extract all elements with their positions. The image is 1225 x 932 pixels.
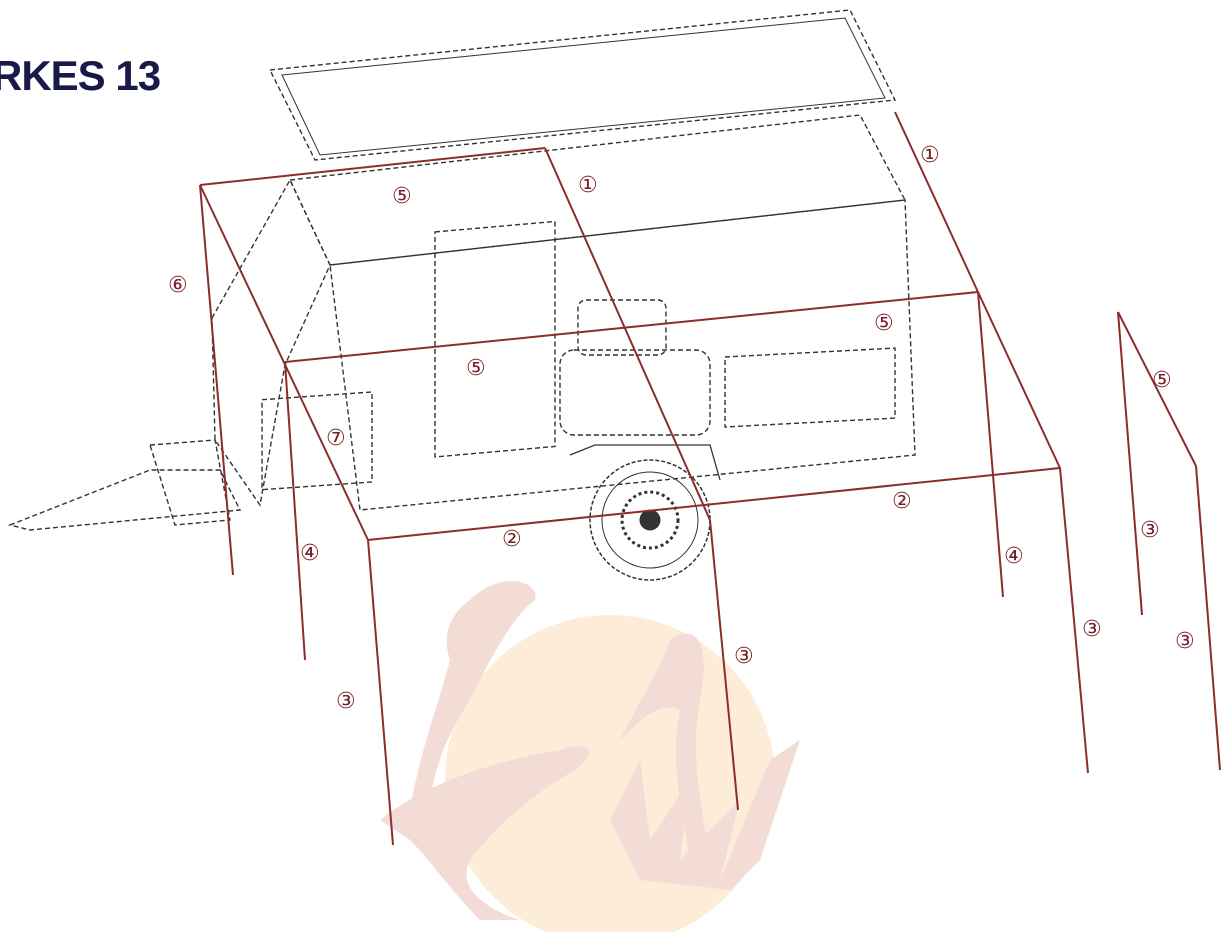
callout-top-mid: ①	[578, 173, 598, 198]
callout-leg-rear-2: ③	[1082, 617, 1102, 642]
callout-top-right: ①	[920, 143, 940, 168]
solar-panel	[268, 9, 897, 161]
pole-front-diagonal	[199, 184, 369, 541]
wheel	[569, 444, 721, 581]
callout-door-panel: ⑦	[326, 426, 346, 451]
callout-leg-rear-1: ③	[1140, 518, 1160, 543]
pole-bottom-horizontal	[367, 467, 1061, 541]
watermark-logo	[380, 581, 800, 932]
door	[434, 220, 556, 458]
pole-top-edge	[199, 147, 546, 186]
frame-poles	[199, 111, 1221, 846]
hatch-left	[261, 391, 373, 491]
watermark-bird-top	[410, 581, 536, 810]
callout-far-right: ⑤	[1152, 368, 1172, 393]
watermark-bird-bottom	[380, 746, 590, 920]
pole-mid-horizontal	[284, 291, 979, 363]
trailer-outline	[7, 9, 916, 531]
callout-side-right-upper: ⑤	[874, 311, 894, 336]
body-side	[329, 199, 916, 511]
callout-leg-rear-3: ③	[1175, 629, 1195, 654]
window-upper	[577, 299, 667, 356]
callout-leg-left: ④	[300, 541, 320, 566]
pole-leg-3	[709, 519, 739, 811]
callout-bottom-mid: ②	[502, 527, 522, 552]
callout-leg-front-left: ③	[336, 689, 356, 714]
hatch-right	[724, 347, 896, 428]
watermark-stork	[620, 633, 710, 860]
pole-leg-2	[367, 539, 394, 846]
drawbar-frame	[149, 439, 231, 526]
body-front	[211, 178, 331, 507]
pole-diagonal-top	[544, 147, 711, 521]
callout-side-left: ⑥	[168, 273, 188, 298]
callout-leg-front-mid: ③	[734, 644, 754, 669]
callout-side-mid: ⑤	[466, 356, 486, 381]
pole-front-vertical	[199, 184, 234, 576]
pole-far-1	[1117, 311, 1143, 616]
pole-leg-1	[284, 361, 306, 661]
pole-leg-5	[1059, 467, 1089, 774]
drawbar	[7, 469, 242, 531]
solar-panel-inner	[281, 17, 886, 156]
page-title: RKES 13	[0, 52, 161, 99]
callout-roof-ridge: ⑤	[392, 184, 412, 209]
pole-right-diag	[977, 291, 1061, 469]
callouts: ① ① ⑤ ⑥ ⑤ ⑤ ⑤ ⑦ ② ② ④ ④ ③ ③ ③ ③ ③	[168, 143, 1195, 714]
pole-far-diag	[1117, 311, 1197, 467]
pole-far-2	[1195, 465, 1221, 771]
pole-right-top	[894, 111, 979, 293]
callout-leg-right: ④	[1004, 544, 1024, 569]
pole-leg-4	[977, 291, 1004, 598]
callout-bottom-right: ②	[892, 489, 912, 514]
window-lower	[559, 349, 711, 436]
watermark-grass	[610, 740, 800, 890]
